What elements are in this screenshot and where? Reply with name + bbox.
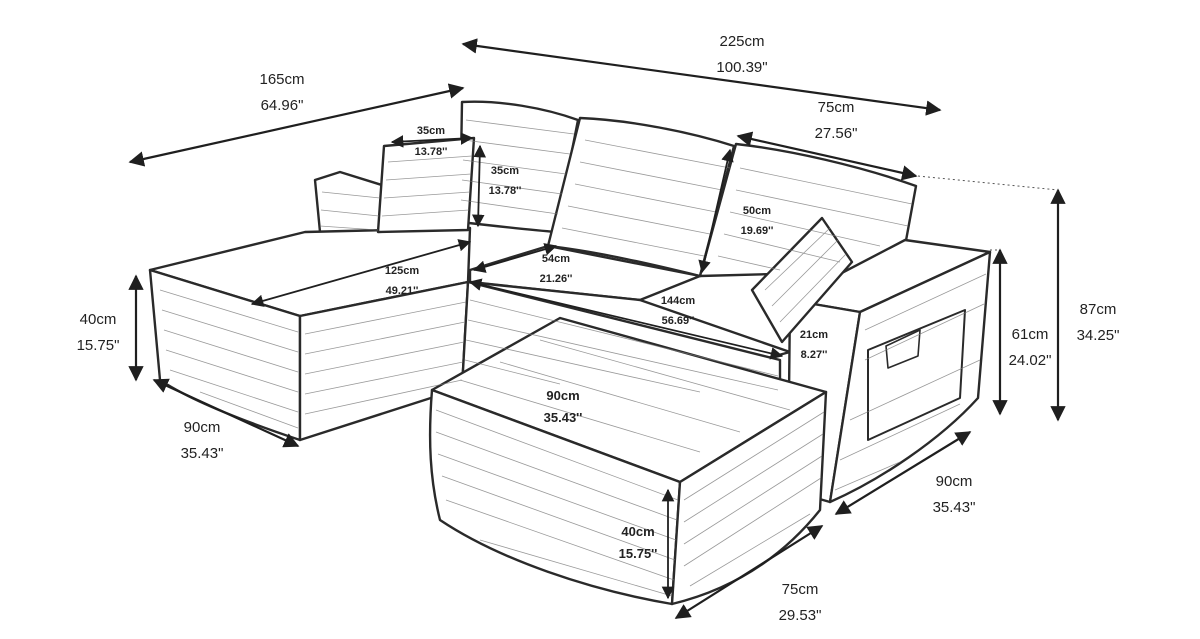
dim-line-225 [461,38,942,116]
label-chaise-width-in: 35.43" [181,445,224,462]
label-pillow-h-in: 13.78'' [489,185,522,197]
dim-line-75-top [736,131,918,181]
label-ottoman-height-in: 15.75'' [619,546,658,561]
label-overall-width-in: 100.39" [716,59,767,76]
label-back-height-in: 24.02" [1009,352,1052,369]
left-arm [313,170,387,237]
ottoman-front [428,388,682,606]
label-pillow-w-in: 13.78'' [415,146,448,158]
sofa-illustration [148,100,992,606]
label-right-width-cm: 90cm [936,473,973,490]
label-ottoman-depth-cm: 75cm [782,581,819,598]
label-chaise-seat-h-in: 15.75" [77,337,120,354]
dim-line-50 [698,148,734,274]
label-back-height-cm: 61cm [1012,326,1049,343]
dim-line-54 [472,243,558,273]
dimension-lines [128,38,1066,619]
dim-line-90-right [834,431,972,515]
label-chaise-cushion-in: 49.21'' [386,285,419,297]
dim-line-144 [468,278,784,360]
dim-line-75-bottom [674,525,824,619]
label-back-cushion-in: 19.69'' [741,225,774,237]
label-total-height-in: 34.25" [1077,327,1120,344]
label-seat-depth-in: 27.56" [815,125,858,142]
dim-line-90-left [152,378,300,448]
label-right-width-in: 35.43" [933,499,976,516]
label-ottoman-height-cm: 40cm [621,524,654,539]
extension-lines [917,175,1059,251]
label-arm-width-in: 8.27'' [801,349,828,361]
label-seat-depth-cm: 75cm [818,99,855,116]
label-chaise-cushion-cm: 125cm [385,265,419,277]
label-arm-width-cm: 21cm [800,329,828,341]
label-ottoman-width-in: 35.43'' [544,410,583,425]
dim-line-125 [250,239,472,307]
pocket-book [885,329,921,369]
label-seat-length-in: 56.69'' [662,315,695,327]
label-middle-cushion-cm: 54cm [542,253,570,265]
label-ottoman-width-cm: 90cm [546,388,579,403]
label-chaise-seat-h-cm: 40cm [80,311,117,328]
dim-line-pillow-w [390,132,474,148]
label-chaise-length-cm: 165cm [259,71,304,88]
dim-line-pillow-h [471,144,487,228]
label-middle-cushion-in: 21.26'' [540,273,573,285]
dim-line-165 [128,83,465,167]
label-chaise-length-in: 64.96" [261,97,304,114]
label-back-cushion-cm: 50cm [743,205,771,217]
label-pillow-h-cm: 35cm [491,165,519,177]
label-total-height-cm: 87cm [1080,301,1117,318]
label-ottoman-depth-in: 29.53" [779,607,822,624]
labels: 225cm 100.39" 165cm 64.96" 75cm 27.56" 8… [77,33,1120,624]
label-seat-length-cm: 144cm [661,295,695,307]
label-chaise-width-cm: 90cm [184,419,221,436]
label-pillow-w-cm: 35cm [417,125,445,137]
label-overall-width-cm: 225cm [719,33,764,50]
